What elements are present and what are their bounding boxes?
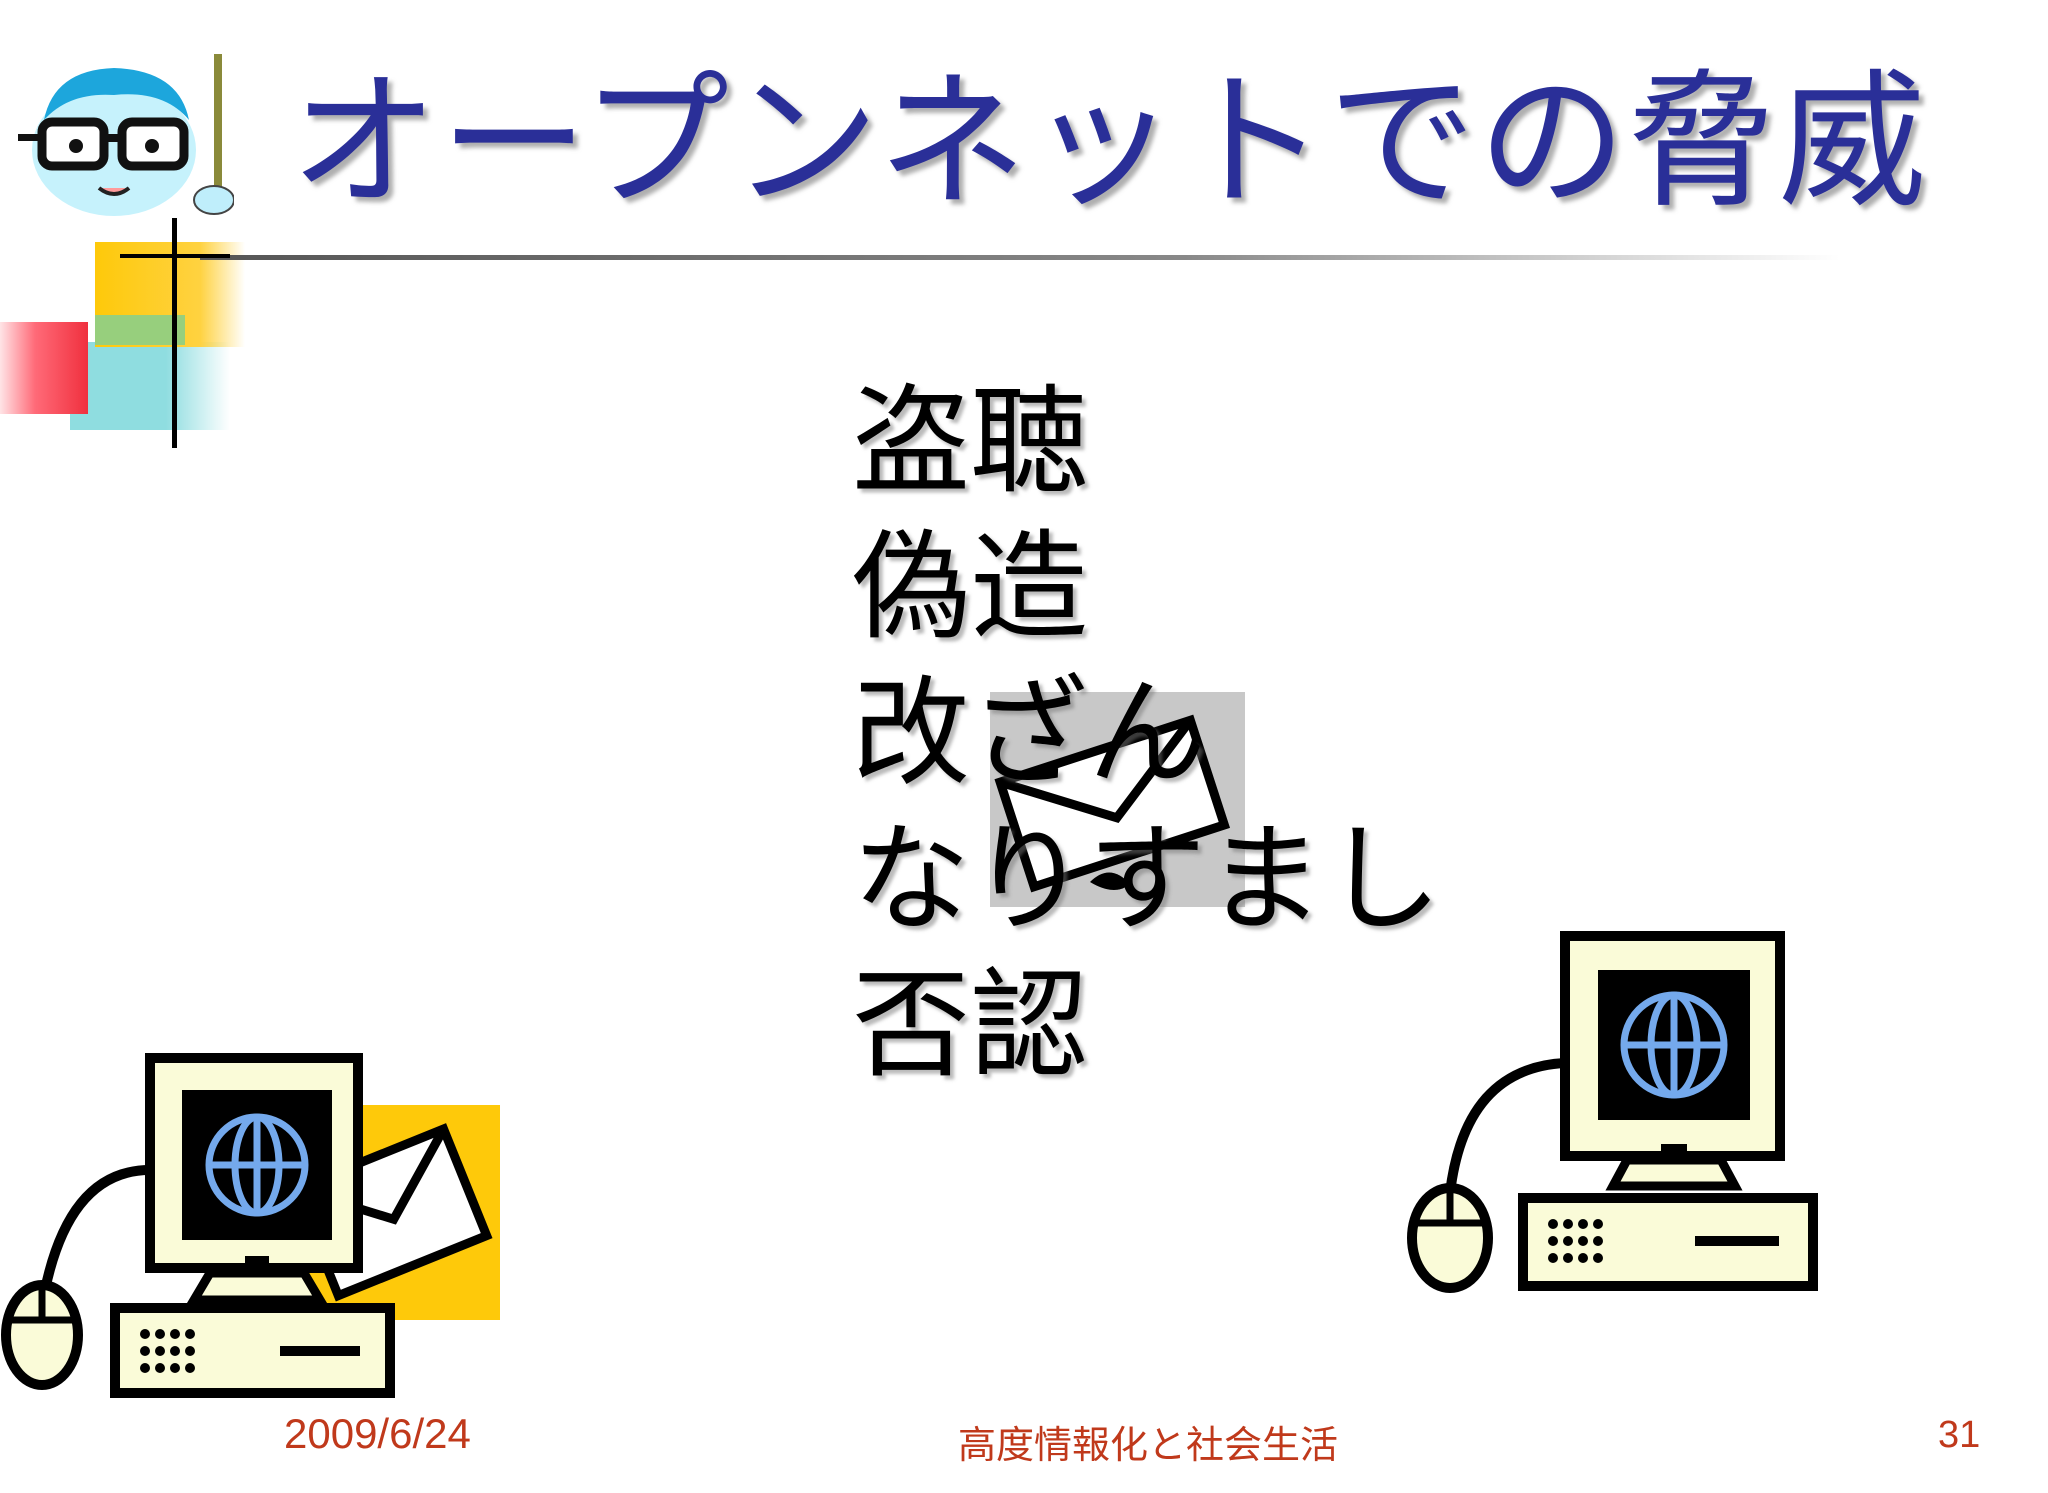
threat-item-forgery: 偽造 [852,518,1089,656]
threat-list: 盗聴 偽造 改ざん なりすまし 否認 [852,368,1442,1098]
threat-item-eavesdropping: 盗聴 [852,372,1089,510]
footer-date: 2009/6/24 [284,1410,471,1457]
computer-icon-right [1407,931,1818,1293]
threat-item-spoofing: なりすまし [852,810,1443,948]
decor-cyan-block [70,342,230,430]
title-underline [200,255,1840,260]
footer-course-title: 高度情報化と社会生活 [958,1423,1339,1467]
teacher-mascot-icon [18,54,234,216]
threat-item-tampering: 改ざん [852,664,1207,802]
footer-page-number: 31 [1938,1414,1981,1456]
threat-item-repudiation: 否認 [852,956,1089,1094]
decor-red-block [0,322,88,414]
slide-title: オープンネットでの脅威 [290,56,1929,228]
decor-cross-vertical [172,218,177,448]
computer-icon-left [1,1053,500,1398]
envelope-icon-center [990,692,1245,907]
decor-green-block [95,315,185,345]
